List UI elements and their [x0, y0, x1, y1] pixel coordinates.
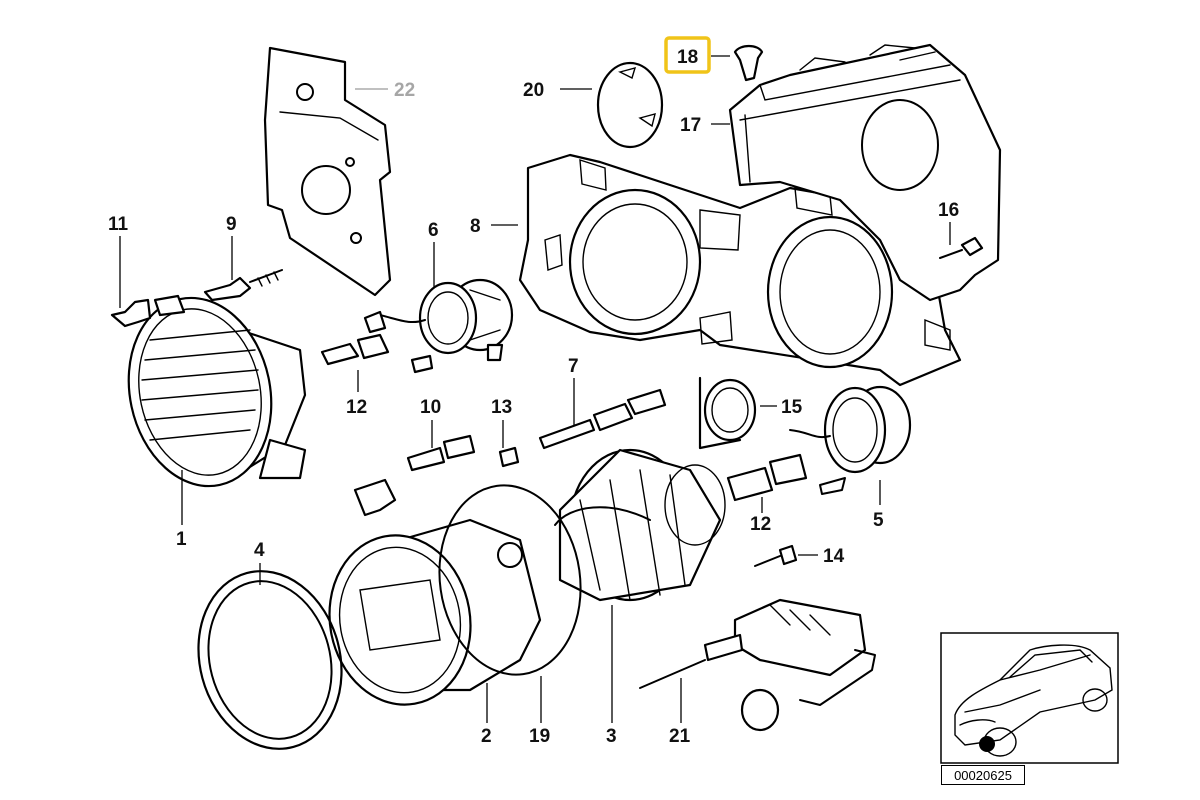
part-18-clip: [733, 44, 764, 82]
part-8-carrier: [518, 153, 962, 387]
label-7: 7: [568, 356, 579, 377]
part-19-gasket: [438, 484, 582, 676]
car-location-thumbnail: [940, 632, 1119, 764]
car-outline: [954, 644, 1113, 757]
location-marker-icon: [979, 736, 995, 752]
label-18: 18: [677, 47, 698, 68]
label-22: 22: [394, 80, 415, 101]
label-9: 9: [226, 214, 237, 235]
label-5: 5: [873, 510, 884, 531]
part-20-cap: [596, 61, 664, 149]
part-10-screw: [406, 434, 476, 472]
label-13: 13: [491, 397, 512, 418]
label-4: 4: [254, 540, 265, 561]
label-21: 21: [669, 726, 691, 747]
part-13-connector: [498, 446, 520, 468]
label-10: 10: [420, 397, 441, 418]
label-20: 20: [523, 80, 544, 101]
label-6: 6: [428, 220, 439, 241]
part-1-headlamp: [127, 296, 307, 488]
label-16: 15: [781, 397, 803, 418]
part-22-bracket: [263, 46, 392, 297]
highlight-box-18: [664, 36, 711, 74]
part-6-socket: [379, 278, 514, 362]
label-17: 17: [680, 115, 701, 136]
part-15-screw: [939, 236, 984, 259]
leader-lines: [119, 55, 951, 723]
callout-labels: 22 11 9 6 8 20 18 17 16 12 10 13 7 15 5 …: [108, 36, 959, 747]
part-16-socket-ring: [698, 376, 757, 450]
label-8: 8: [470, 216, 481, 237]
label-15: 16: [938, 200, 959, 221]
part-5-socket: [789, 385, 912, 495]
label-12-left: 12: [346, 397, 367, 418]
label-2: 2: [481, 726, 492, 747]
part-14-screw: [754, 544, 798, 567]
part-4-ring: [197, 570, 343, 750]
part-12-bulb-left: [320, 310, 434, 374]
part-3-reflector: [554, 448, 726, 602]
label-11: 11: [108, 214, 129, 235]
part-12-bulb-right: [726, 453, 808, 502]
label-1: 1: [176, 529, 187, 550]
label-14: 14: [823, 546, 845, 567]
reference-code: 00020625: [941, 765, 1025, 785]
label-19: 19: [529, 726, 550, 747]
part-11-bulb: [110, 294, 186, 328]
part-2-lamp: [328, 478, 542, 706]
part-7-rod: [538, 388, 667, 450]
part-9-screw: [203, 269, 283, 302]
label-3: 3: [606, 726, 617, 747]
part-21-motor: [639, 598, 876, 732]
label-12-right: 12: [750, 514, 771, 535]
part-17-housing: [728, 43, 1002, 302]
